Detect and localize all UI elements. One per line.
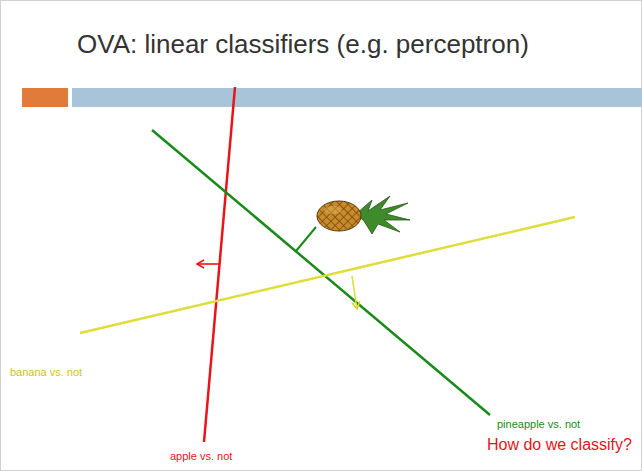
separator-line — [152, 130, 490, 415]
normal-arrow — [352, 276, 357, 309]
pineapple-picture — [317, 196, 410, 234]
classifier-label: apple vs. not — [170, 450, 232, 463]
slide-title: OVA: linear classifiers (e.g. perceptron… — [77, 30, 529, 60]
header-bar — [72, 88, 642, 107]
classifier-label: banana vs. not — [10, 366, 82, 379]
separator-line — [80, 217, 575, 333]
normal-arrow — [197, 263, 219, 265]
question-note: How do we classify? — [487, 436, 632, 454]
normal-line — [296, 227, 316, 251]
accent-block — [22, 88, 68, 107]
classifier-label: pineapple vs. not — [497, 418, 580, 431]
